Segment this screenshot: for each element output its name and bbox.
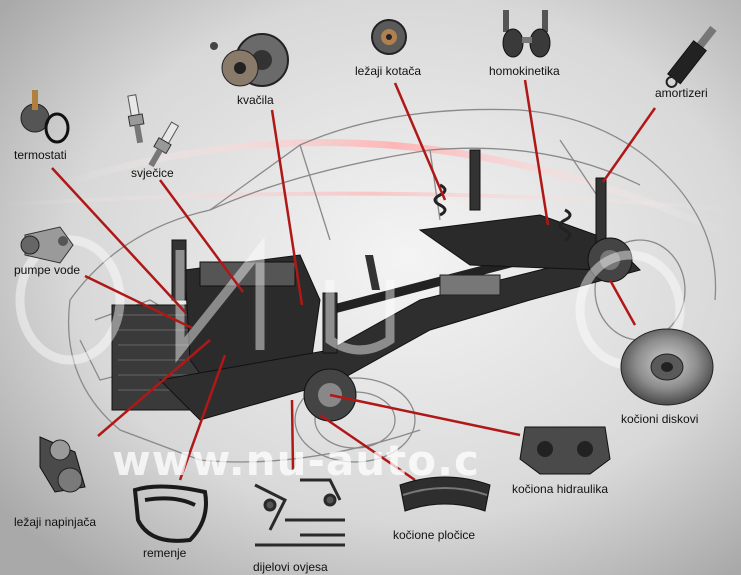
cylinder-head [199,261,296,287]
front-strut-left [171,239,187,301]
belts-icon [132,484,208,543]
label-homokinetika: homokinetika [489,64,560,78]
spark-plug-icon [127,94,180,168]
brake-caliper-icon [519,426,611,475]
rear-shock [469,149,481,211]
water-pump-icon [20,226,74,264]
leader-svjecice [158,179,245,293]
clutch-kit-icon [210,33,289,87]
leader-kvacila [270,109,304,306]
leader-remenje [178,354,227,481]
leader-lezaji-napinjaca [97,339,211,437]
suspension-parts-icon [254,478,345,547]
rear-shock-right [595,177,607,249]
shock-absorber-icon [665,25,717,88]
label-amortizeri: amortizeri [655,86,708,100]
thermostat-icon [20,90,70,144]
label-svjecice: svječice [131,166,174,180]
leader-pumpe-vode [84,274,193,330]
front-strut [322,292,338,354]
watermark-url: www.nu-auto.c [112,436,480,485]
tensioner-bearing-icon [39,436,86,493]
label-termostati: termostati [14,148,67,162]
label-pumpe-vode: pumpe vode [14,263,81,277]
label-remenje: remenje [143,546,187,560]
label-lezaji-kotaca: ležaji kotača [355,64,422,78]
gear-lever [365,255,380,290]
leader-lines [51,79,657,482]
leader-homokinetika [523,79,550,226]
brake-pads-icon [399,476,491,512]
label-kocione-plocice: kočione pločice [393,528,476,542]
exhaust-muffler [439,274,501,296]
chassis-drivetrain [111,149,641,422]
label-kociona-hidraulika: kočiona hidraulika [512,482,609,496]
leader-kocioni-diskovi [608,279,637,326]
label-kocioni-diskovi: kočioni diskovi [621,412,699,426]
leader-termostati [51,167,186,313]
leader-lezaji-kotaca [393,82,447,201]
cv-joint-icon [502,10,551,58]
leader-kociona-hidraulika [329,393,521,437]
label-lezaji-napinjaca: ležaji napinjača [14,515,97,529]
light-streak-lower [0,191,741,212]
label-dijelovi-ovjesa: dijelovi ovjesa [253,560,328,574]
leader-dijelovi-ovjesa [290,399,295,471]
leader-amortizeri [601,107,657,183]
subframe [158,249,641,421]
label-kvacila: kvačila [237,93,274,107]
leader-kocione-plocice [319,413,416,482]
wheel-bearing-icon [371,19,407,55]
brake-disc-icon [620,328,714,406]
